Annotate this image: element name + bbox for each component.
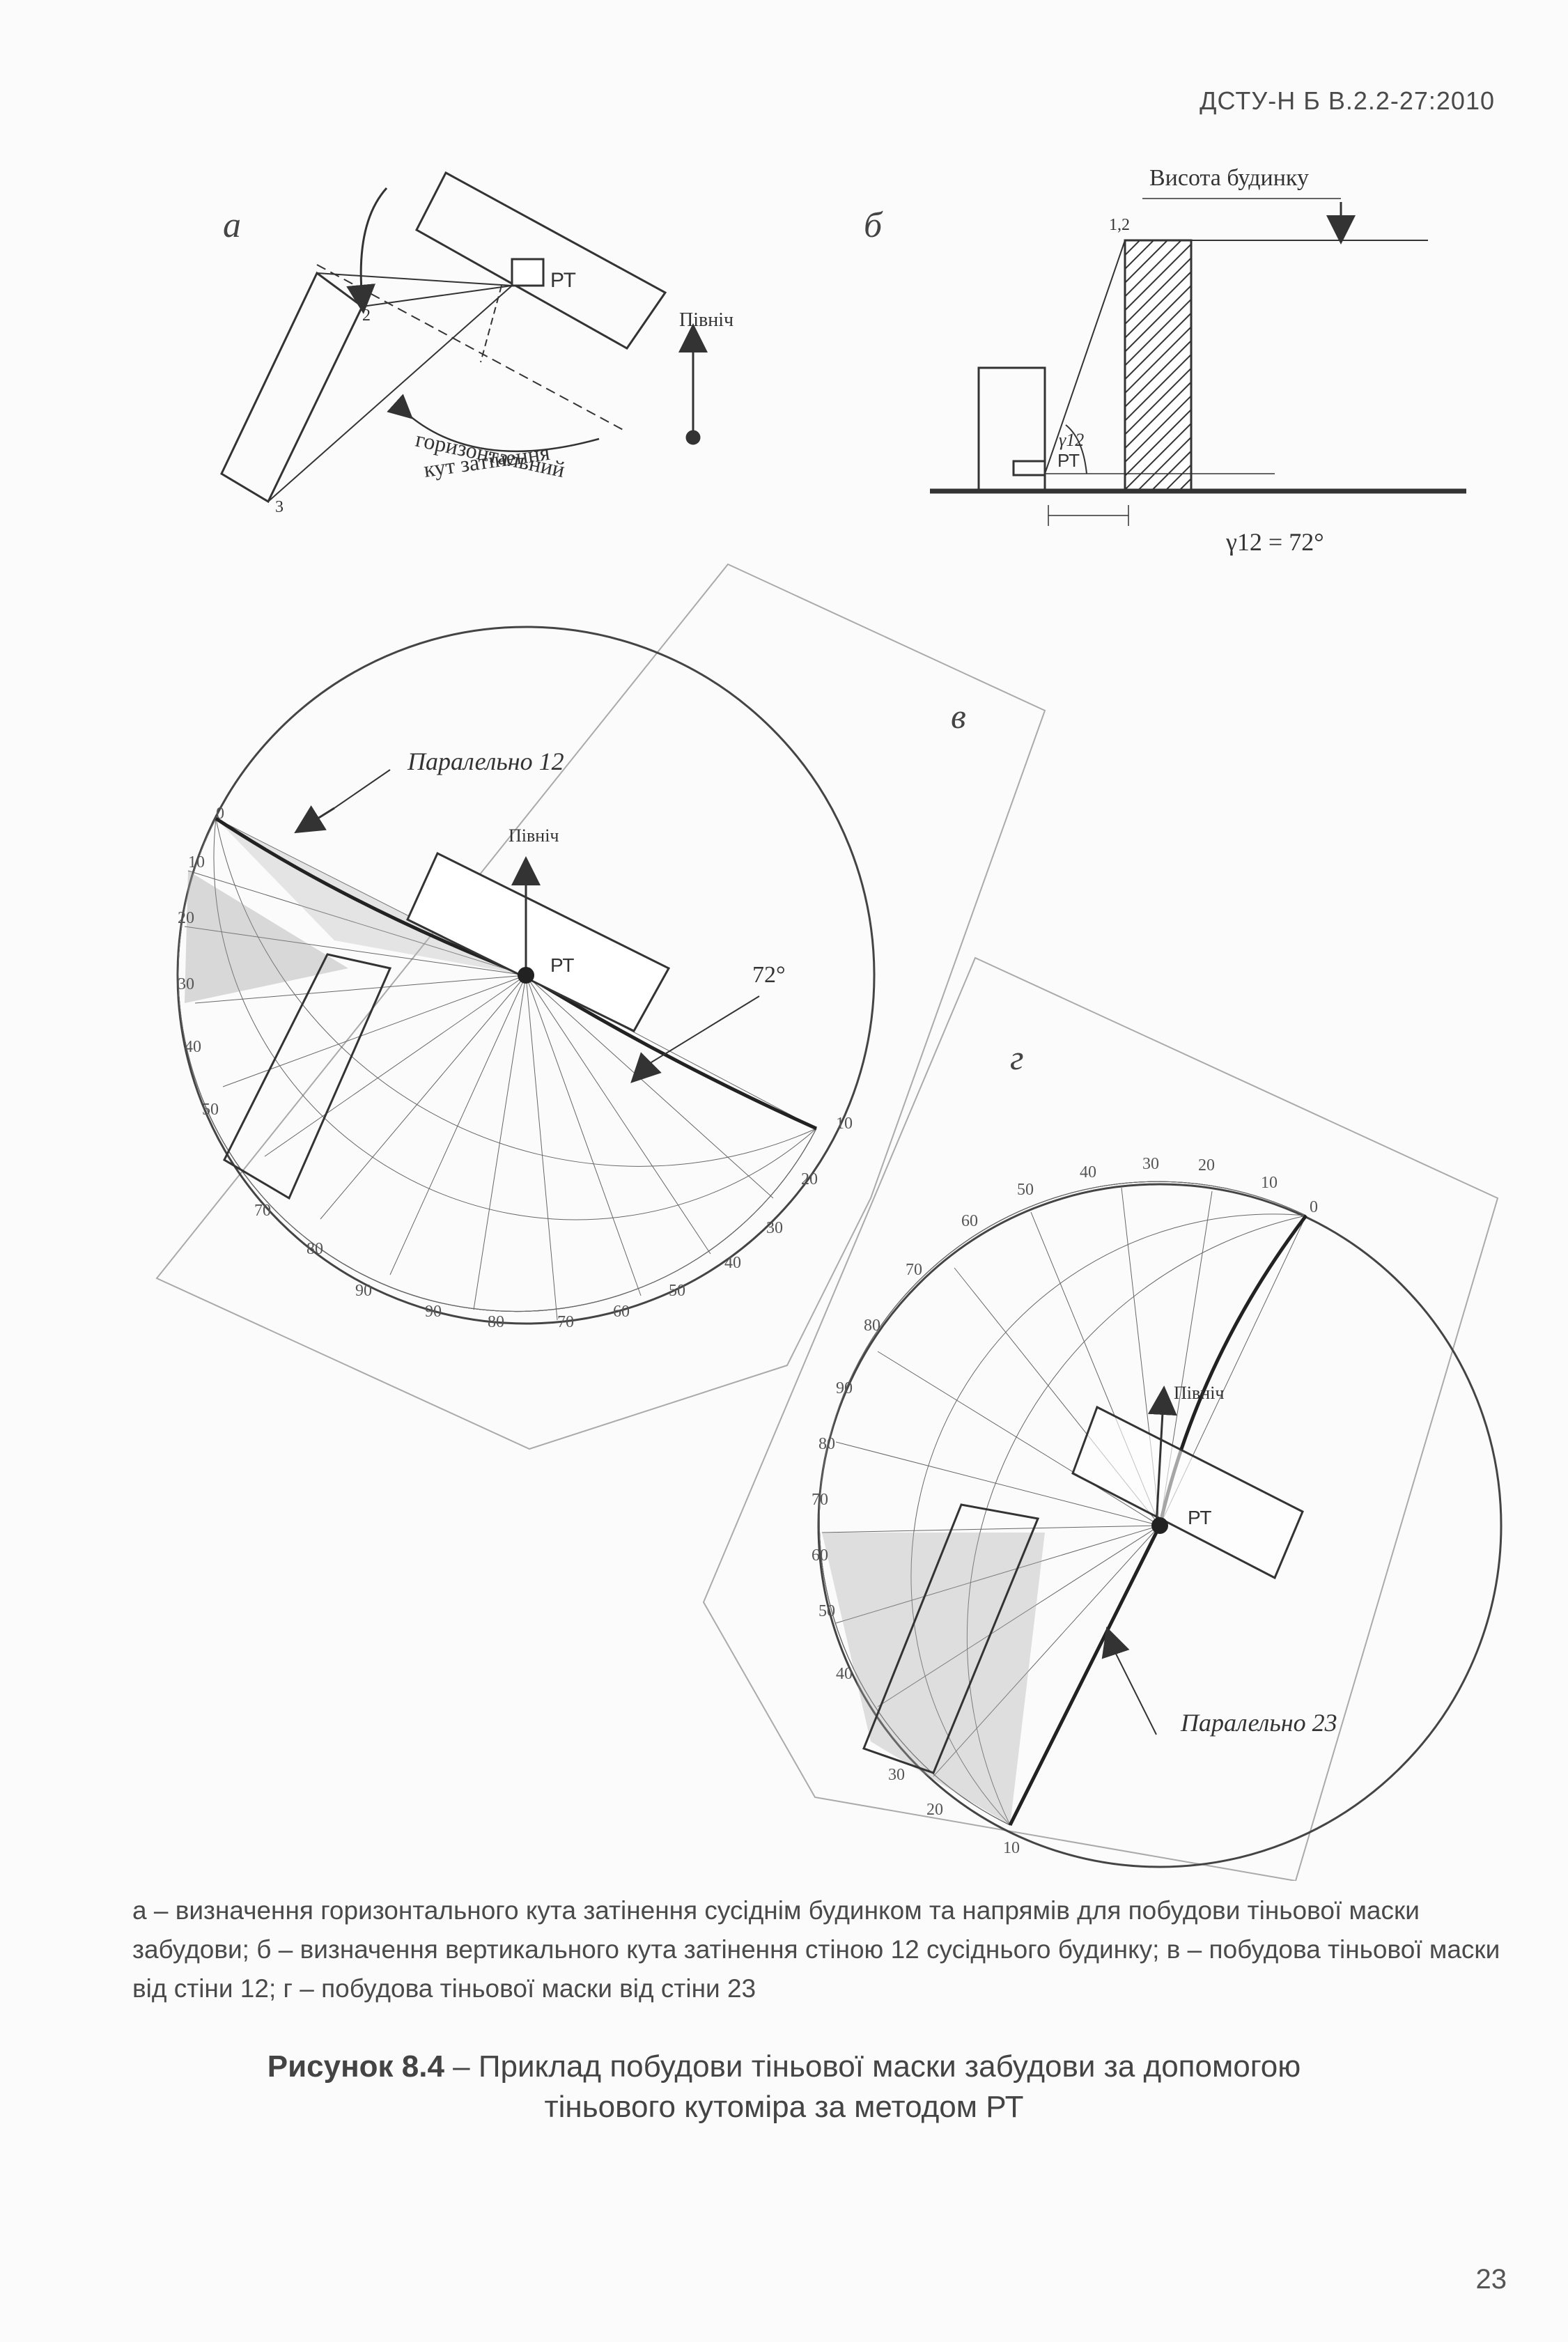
panel-a-letter: а	[223, 205, 241, 245]
rt-label-v: РТ	[550, 954, 575, 976]
svg-text:70: 70	[906, 1261, 922, 1279]
svg-text:50: 50	[1017, 1181, 1034, 1199]
figure-drawing: а РТ Північ 2 3 горизонтальний кут затін…	[155, 165, 1503, 1881]
svg-text:80: 80	[818, 1435, 835, 1453]
north-label-g: Північ	[1174, 1383, 1225, 1403]
rt-label-b: РТ	[1057, 450, 1080, 471]
svg-text:70: 70	[812, 1491, 828, 1509]
svg-text:30: 30	[888, 1766, 905, 1784]
point-2-label: 2	[362, 307, 371, 325]
svg-text:10: 10	[188, 853, 205, 871]
svg-text:50: 50	[669, 1282, 685, 1300]
sky-dome-v	[176, 626, 876, 1325]
north-label-v: Північ	[509, 825, 559, 846]
svg-text:80: 80	[864, 1317, 880, 1335]
svg-text:70: 70	[254, 1202, 271, 1220]
hatched-building-b	[1124, 239, 1193, 491]
neighbor-building-g	[1071, 1405, 1304, 1580]
svg-text:80: 80	[488, 1313, 504, 1331]
svg-text:90: 90	[355, 1282, 372, 1300]
figure-number: Рисунок 8.4	[267, 2049, 444, 2084]
svg-text:60: 60	[812, 1546, 828, 1565]
svg-text:20: 20	[801, 1170, 818, 1188]
neighbor-building-a	[415, 171, 667, 350]
neighbor-building-v	[406, 851, 671, 1032]
svg-text:20: 20	[926, 1801, 943, 1819]
parallel-23-label: Паралельно 23	[1180, 1709, 1337, 1737]
svg-text:10: 10	[1003, 1839, 1020, 1857]
shading-building-g	[862, 1503, 1040, 1774]
svg-text:30: 30	[1142, 1155, 1159, 1173]
svg-text:10: 10	[836, 1115, 853, 1133]
standard-code: ДСТУ-Н Б В.2.2-27:2010	[1200, 86, 1495, 115]
north-label-a: Північ	[679, 309, 733, 331]
svg-text:40: 40	[724, 1254, 741, 1272]
panel-b	[930, 198, 1466, 526]
panel-v-letter: в	[951, 697, 966, 736]
rt-window-b	[1012, 460, 1046, 476]
svg-text:20: 20	[1198, 1156, 1215, 1174]
figure-title-line1: – Приклад побудови тіньової маски забудо…	[444, 2049, 1301, 2084]
svg-text:40: 40	[1080, 1163, 1096, 1181]
page-number: 23	[1475, 2264, 1507, 2295]
sky-dome-g	[817, 1183, 1503, 1868]
panel-g	[702, 956, 1503, 1881]
svg-text:90: 90	[836, 1379, 853, 1397]
svg-text:40: 40	[185, 1038, 201, 1056]
rt-building-a	[511, 258, 545, 287]
svg-text:30: 30	[766, 1219, 783, 1237]
rt-building-b	[977, 366, 1046, 491]
rt-label-g: РТ	[1188, 1507, 1212, 1528]
angle-72-label: 72°	[752, 962, 786, 988]
svg-text:80: 80	[306, 1240, 323, 1258]
figure-title-line2: тіньового кутоміра за методом РТ	[544, 2090, 1024, 2124]
svg-text:0: 0	[1310, 1198, 1318, 1216]
figure-caption: а – визначення горизонтального кута заті…	[132, 1891, 1512, 2008]
figure-title: Рисунок 8.4 – Приклад побудови тіньової …	[0, 2047, 1568, 2127]
svg-text:30: 30	[178, 975, 194, 993]
building-height-label: Висота будинку	[1149, 165, 1309, 191]
svg-text:60: 60	[961, 1212, 978, 1230]
point-3-label: 3	[275, 498, 284, 516]
svg-text:20: 20	[178, 909, 194, 927]
panel-b-letter: б	[864, 205, 883, 245]
svg-text:50: 50	[818, 1602, 835, 1620]
shading-building-a	[220, 271, 364, 504]
panel-v	[155, 563, 1046, 1450]
svg-text:70: 70	[557, 1313, 574, 1331]
caption-text: а – визначення горизонтального кута заті…	[132, 1896, 1500, 2003]
scale-labels-g: 0 10 20 30 40 50 60 70 80 90 80 70 60 50…	[812, 1155, 1318, 1857]
scale-labels-v: 0 10 20 30 40 50 70 80 90 90 80 70 60 50…	[178, 805, 853, 1331]
svg-text:90: 90	[425, 1303, 442, 1321]
point-12-label: 1,2	[1109, 216, 1130, 234]
svg-text:40: 40	[836, 1665, 853, 1683]
parallel-12-label: Паралельно 12	[407, 747, 564, 775]
panel-a	[220, 171, 708, 504]
svg-text:10: 10	[1261, 1174, 1278, 1192]
panel-g-letter: г	[1010, 1038, 1024, 1077]
svg-text:0: 0	[216, 805, 224, 823]
gamma-value: γ12 = 72°	[1225, 528, 1324, 556]
polar-grid-v	[178, 818, 817, 1321]
shading-building-v	[223, 953, 392, 1200]
svg-text:50: 50	[202, 1101, 219, 1119]
svg-text:60: 60	[613, 1303, 630, 1321]
rt-label-a: РТ	[550, 269, 576, 292]
gamma-label: γ12	[1059, 430, 1084, 450]
